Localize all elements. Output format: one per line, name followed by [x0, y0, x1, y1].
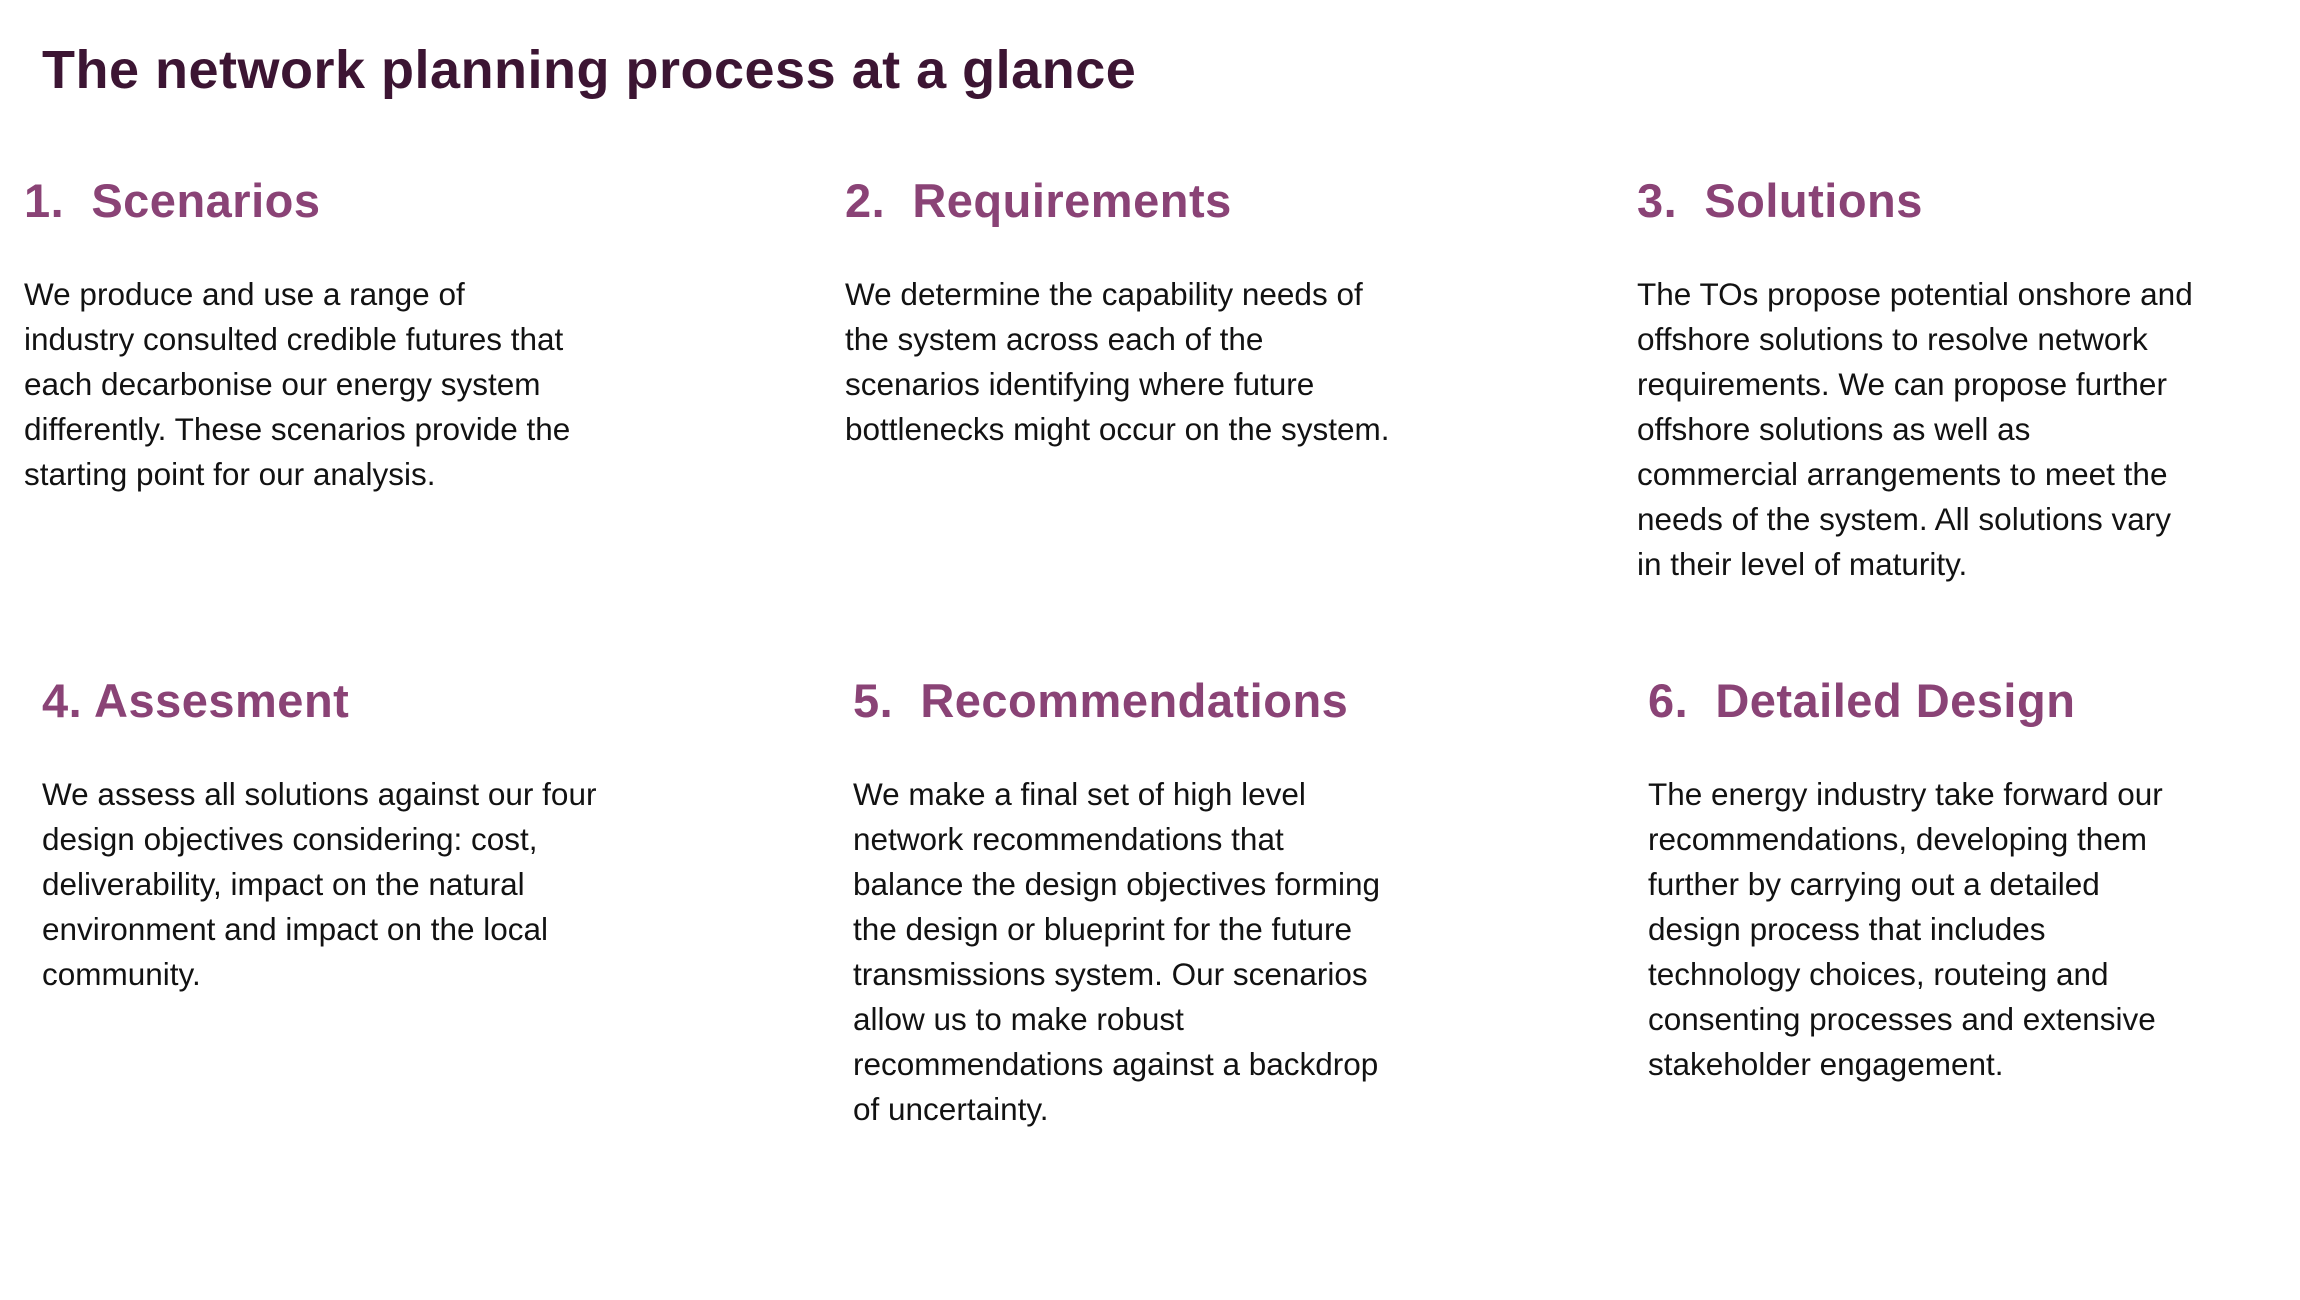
step-scenarios-description: We produce and use a range of industry c…	[24, 276, 571, 492]
step-solutions-description: The TOs propose potential onshore and of…	[1637, 276, 2193, 582]
step-solutions: 3. Solutions The TOs propose potential o…	[1637, 172, 2300, 587]
step-requirements-heading: 2. Requirements	[845, 174, 1232, 227]
step-scenarios: 1. Scenarios We produce and use a range …	[24, 172, 694, 497]
step-detailed-design-description: The energy industry take forward our rec…	[1648, 776, 2163, 1082]
step-recommendations: 5. Recommendations We make a final set o…	[853, 672, 1523, 1132]
step-requirements: 2. Requirements We determine the capabil…	[845, 172, 1515, 452]
step-detailed-design-heading: 6. Detailed Design	[1648, 674, 2076, 727]
step-assesment-description: We assess all solutions against our four…	[42, 776, 597, 992]
step-scenarios-heading: 1. Scenarios	[24, 174, 321, 227]
step-solutions-heading: 3. Solutions	[1637, 174, 1923, 227]
step-recommendations-heading: 5. Recommendations	[853, 674, 1349, 727]
step-detailed-design: 6. Detailed Design The energy industry t…	[1648, 672, 2300, 1087]
step-recommendations-description: We make a final set of high level networ…	[853, 776, 1381, 1127]
page-title: The network planning process at a glance	[42, 40, 1137, 100]
step-requirements-description: We determine the capability needs of the…	[845, 276, 1390, 447]
step-assesment-heading: 4. Assesment	[42, 674, 350, 727]
step-assesment: 4. Assesment We assess all solutions aga…	[42, 672, 712, 997]
